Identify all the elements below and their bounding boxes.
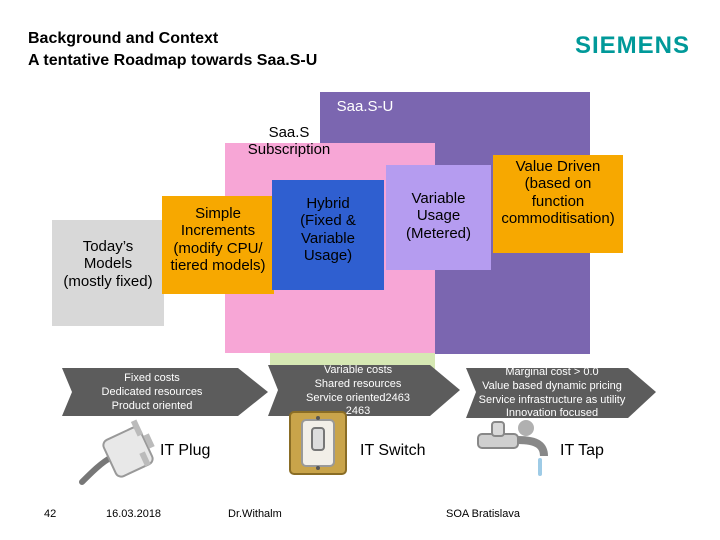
variable-usage-line-3: (Metered) (405, 224, 472, 242)
saas-subscription-label: Saa.S Subscription (225, 124, 353, 159)
variable-costs-line-3: Service oriented2463 (306, 391, 410, 404)
simple-increments-line-1: Simple (195, 205, 241, 222)
marginal-cost-text: Marginal cost > 0.0 Value based dynamic … (462, 366, 642, 421)
value-driven-line-2: (based on (524, 175, 592, 193)
slide-header: Background and Context A tentative Roadm… (18, 18, 700, 98)
simple-increments-box (162, 196, 274, 294)
marginal-cost-line-1: Marginal cost > 0.0 (505, 366, 599, 378)
todays-models-line-2: Models (83, 255, 133, 273)
variable-costs-arrow (268, 365, 460, 416)
marginal-cost-arrow (466, 368, 656, 418)
saas-subscription-line-1: Saa.S (268, 124, 310, 141)
simple-increments-line-3: (modify CPU/ (173, 239, 263, 257)
variable-usage-line-1: Variable (411, 190, 466, 207)
hybrid-line-3: Variable (301, 229, 355, 247)
marginal-cost-line-4: Innovation focused (505, 407, 599, 420)
variable-costs-text: Variable costs Shared resources Service … (278, 364, 438, 419)
value-driven-label: Value Driven (based on function commodit… (488, 158, 628, 227)
simple-increments-line-4: tiered models) (170, 256, 266, 274)
footer-event: SOA Bratislava (446, 508, 520, 520)
fixed-costs-line-3: Product oriented (111, 399, 193, 412)
it-tap-label: IT Tap (560, 442, 604, 459)
footer-author: Dr.Withalm (228, 508, 282, 520)
fixed-costs-line-1: Fixed costs (124, 372, 180, 384)
it-switch-label: IT Switch (360, 442, 426, 459)
todays-models-label: Today’s Models (mostly fixed) (52, 238, 164, 290)
fixed-costs-line-2: Dedicated resources (101, 385, 203, 398)
variable-costs-line-4: 2463 (345, 405, 371, 418)
hybrid-line-2: (Fixed & (300, 212, 356, 230)
value-driven-line-1: Value Driven (515, 158, 601, 175)
siemens-logo: SIEMENS (574, 32, 690, 59)
fixed-costs-text: Fixed costs Dedicated resources Product … (72, 372, 232, 413)
slide-title-line-2: A tentative Roadmap towards Saa.S-U (28, 52, 318, 69)
it-plug-label: IT Plug (160, 442, 211, 459)
saas-u-label: Saa.S-U (336, 98, 394, 115)
marginal-cost-line-3: Service infrastructure as utility (478, 393, 626, 406)
todays-models-line-3: (mostly fixed) (63, 272, 153, 290)
simple-increments-label: Simple Increments (modify CPU/ tiered mo… (157, 205, 279, 274)
slide-title-line-1: Background and Context (28, 30, 219, 47)
marginal-cost-line-2: Value based dynamic pricing (482, 379, 622, 392)
todays-models-line-1: Today’s (82, 238, 134, 255)
simple-increments-line-2: Increments (180, 222, 256, 240)
hybrid-line-1: Hybrid (306, 195, 350, 212)
page-number: 42 (44, 508, 57, 520)
value-driven-line-4: commoditisation) (501, 209, 615, 227)
fixed-costs-arrow (62, 368, 268, 416)
hybrid-line-4: Usage) (303, 246, 353, 264)
variable-costs-line-2: Shared resources (314, 377, 402, 390)
variable-usage-line-2: Usage (416, 207, 461, 225)
hybrid-label: Hybrid (Fixed & Variable Usage) (272, 195, 384, 264)
value-driven-line-3: function (531, 192, 585, 210)
saas-subscription-line-2: Subscription (247, 141, 331, 159)
plug-icon (79, 419, 155, 485)
todays-models-box (52, 220, 164, 326)
variable-costs-line-1: Variable costs (323, 364, 393, 376)
variable-usage-label: Variable Usage (Metered) (386, 190, 491, 242)
value-driven-box (493, 155, 623, 253)
light-switch-icon (289, 411, 347, 475)
variable-usage-box (386, 165, 491, 270)
footer-date: 16.03.2018 (106, 508, 162, 520)
hybrid-box (272, 180, 384, 290)
water-tap-icon (477, 420, 548, 476)
